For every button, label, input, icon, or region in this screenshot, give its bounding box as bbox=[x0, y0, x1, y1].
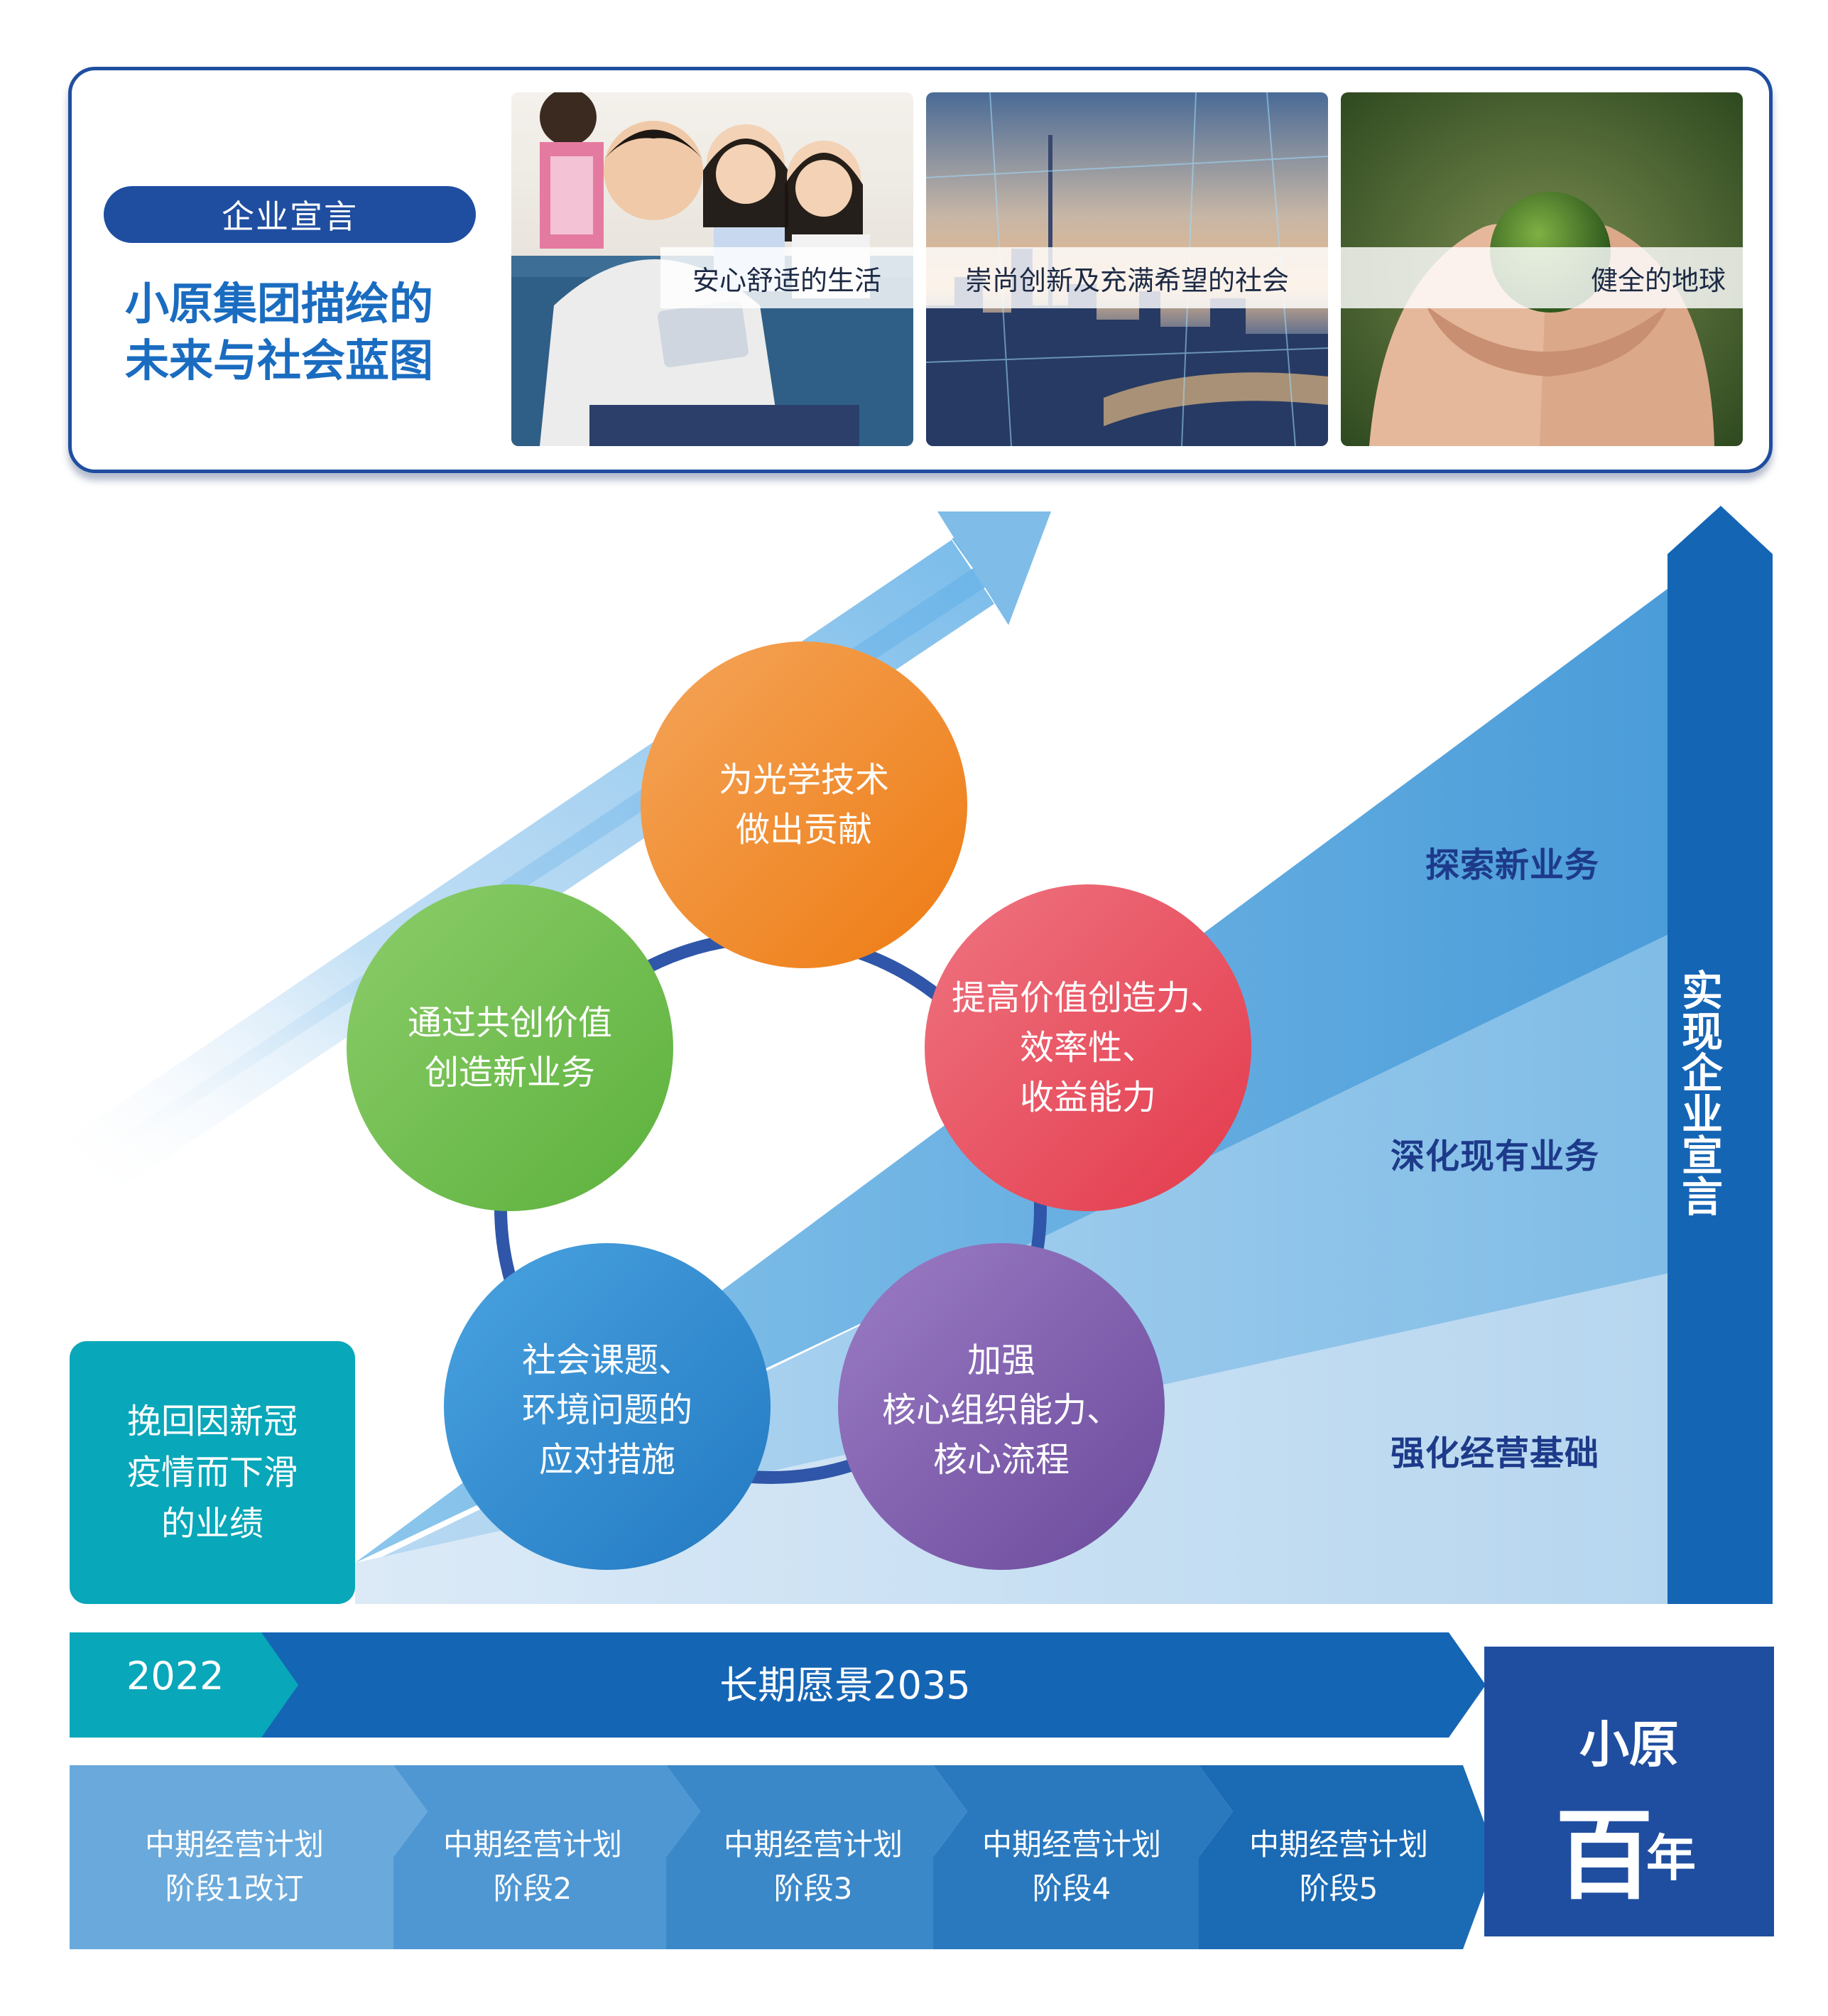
zone-label-deepen-existing-business: 深化现有业务 bbox=[1390, 1137, 1599, 1176]
start-year-label: 2022 bbox=[126, 1654, 224, 1698]
phase-chevron-1 bbox=[70, 1765, 428, 1949]
declaration-title: 小原集团描绘的 未来与社会蓝图 bbox=[125, 276, 480, 389]
declaration-title-line2: 未来与社会蓝图 bbox=[125, 335, 434, 386]
zone-label-explore-new-business: 探索新业务 bbox=[1425, 845, 1599, 885]
centennial-box bbox=[1484, 1647, 1774, 1936]
photo-caption-comfortable-life: 安心舒适的生活 bbox=[660, 247, 913, 308]
declaration-badge: 企业宣言 bbox=[104, 186, 476, 243]
circle-organization-strength-text: 加强 核心组织能力、 核心流程 bbox=[881, 1340, 1121, 1480]
vertical-goal-label: 实现企业宣言 bbox=[1675, 969, 1723, 1216]
long-term-vision-label: 长期愿景2035 bbox=[719, 1663, 971, 1708]
phase-label-4: 中期经营计划 阶段4 bbox=[981, 1827, 1161, 1906]
start-year-segment bbox=[70, 1632, 298, 1738]
phase-chevron-5 bbox=[1199, 1765, 1497, 1949]
phase-label-2: 中期经营计划 阶段2 bbox=[442, 1827, 622, 1906]
circle-organization-strength bbox=[838, 1243, 1165, 1570]
circle-optical-technology bbox=[641, 641, 967, 968]
circle-value-creation-text: 提高价值创造力、 效率性、 收益能力 bbox=[951, 978, 1224, 1117]
circle-social-issues-text: 社会课题、 环境问题的 应对措施 bbox=[521, 1340, 692, 1480]
circle-new-business-text: 通过共创价值 创造新业务 bbox=[407, 1003, 612, 1093]
centennial-year: 年 bbox=[1646, 1829, 1696, 1887]
growth-arrow-head bbox=[937, 511, 1051, 625]
zone-label-strengthen-foundation: 强化经营基础 bbox=[1390, 1434, 1599, 1473]
centennial-hundred: 百 bbox=[1555, 1799, 1654, 1913]
circle-new-business bbox=[347, 884, 673, 1211]
vertical-goal-arrow bbox=[1667, 506, 1773, 1604]
phase-chevron-3 bbox=[666, 1765, 967, 1949]
hands-holding-moss-globe-photo: 健全的地球 bbox=[1341, 92, 1743, 446]
declaration-title-line1: 小原集团描绘的 bbox=[125, 278, 434, 330]
photo-caption-healthy-earth: 健全的地球 bbox=[1341, 247, 1743, 308]
circle-social-issues bbox=[444, 1243, 771, 1570]
city-network-photo: 崇尚创新及充满希望的社会 bbox=[926, 92, 1328, 446]
recovery-box: 挽回因新冠 疫情而下滑 的业绩 bbox=[70, 1341, 355, 1604]
photo-caption-innovative-society: 崇尚创新及充满希望的社会 bbox=[926, 247, 1328, 308]
family-tablet-photo: 安心舒适的生活 bbox=[511, 92, 913, 446]
phase-label-5: 中期经营计划 阶段5 bbox=[1248, 1827, 1428, 1906]
phase-label-1: 中期经营计划 阶段1改订 bbox=[144, 1827, 324, 1906]
circle-value-creation bbox=[925, 884, 1251, 1211]
centennial-company-name: 小原 bbox=[1579, 1716, 1679, 1774]
phase-label-3: 中期经营计划 阶段3 bbox=[723, 1827, 903, 1906]
phase-chevron-4 bbox=[933, 1765, 1233, 1949]
circle-optical-technology-text: 为光学技术 做出贡献 bbox=[718, 760, 889, 850]
phase-chevron-2 bbox=[393, 1765, 700, 1949]
vision-arrow bbox=[70, 1632, 1486, 1738]
